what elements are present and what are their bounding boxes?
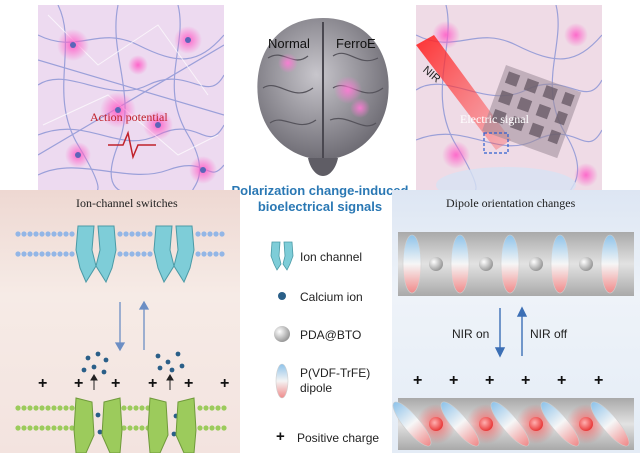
positive-charge-12: +	[594, 372, 604, 389]
nir-on-label: NIR on	[452, 327, 490, 341]
title-line-2: bioelectrical signals	[257, 199, 383, 214]
pda-bto-icon	[274, 326, 290, 342]
legend-pda-bto-label: PDA@BTO	[300, 328, 362, 342]
ion-channel-diagram	[15, 225, 227, 453]
legend-positive-charge-label: Positive charge	[297, 431, 380, 445]
positive-charge-1: +	[38, 375, 48, 392]
positive-charge-2: +	[74, 375, 84, 392]
closed-ion-channel	[75, 225, 117, 284]
brain-image	[248, 8, 398, 178]
legend-dipole-label-1: P(VDF-TrFE)	[300, 366, 371, 380]
electric-signal-label: Electric signal	[460, 112, 529, 126]
legend-ion-channel-label: Ion channel	[300, 250, 363, 264]
dipole-rotated	[392, 401, 630, 447]
calcium-ion-icon	[278, 292, 286, 300]
positive-charge-5: +	[184, 375, 194, 392]
ion-channel-switches-caption: Ion-channel switches	[76, 196, 178, 210]
title-line-1: Polarization change-induced	[231, 183, 409, 198]
brain-normal-label: Normal	[268, 36, 310, 51]
positive-charge-6: +	[220, 375, 230, 392]
positive-charge-8: +	[449, 372, 459, 389]
legend-calcium-ion-label: Calcium ion	[300, 290, 363, 304]
dipole-diagram	[392, 232, 634, 450]
legend-positive-charge-icon: +	[276, 428, 285, 445]
positive-charge-9: +	[485, 372, 495, 389]
positive-charge-7: +	[413, 372, 423, 389]
brain-ferroe-label: FerroE	[336, 36, 376, 51]
calcium-ion	[81, 351, 185, 437]
legend-dipole-label-2: dipole	[300, 381, 333, 395]
positive-charge-4: +	[148, 375, 158, 392]
positive-charge-3: +	[111, 375, 121, 392]
dipole-aligned	[402, 234, 620, 294]
nir-off-label: NIR off	[530, 327, 568, 341]
open-ion-channel	[73, 397, 197, 453]
dipole-icon	[275, 363, 289, 399]
neuron-electric-signal-image	[416, 5, 602, 193]
pda-bto-heated	[429, 417, 593, 431]
ion-channel-icon	[270, 241, 294, 271]
positive-charge-10: +	[521, 372, 531, 389]
dipole-orientation-caption: Dipole orientation changes	[446, 196, 576, 210]
action-potential-label: Action potential	[90, 110, 168, 124]
neuron-action-potential-image	[38, 5, 224, 193]
positive-charge-11: +	[557, 372, 567, 389]
closed-ion-channel	[153, 225, 195, 284]
pda-bto-particle	[429, 257, 593, 271]
